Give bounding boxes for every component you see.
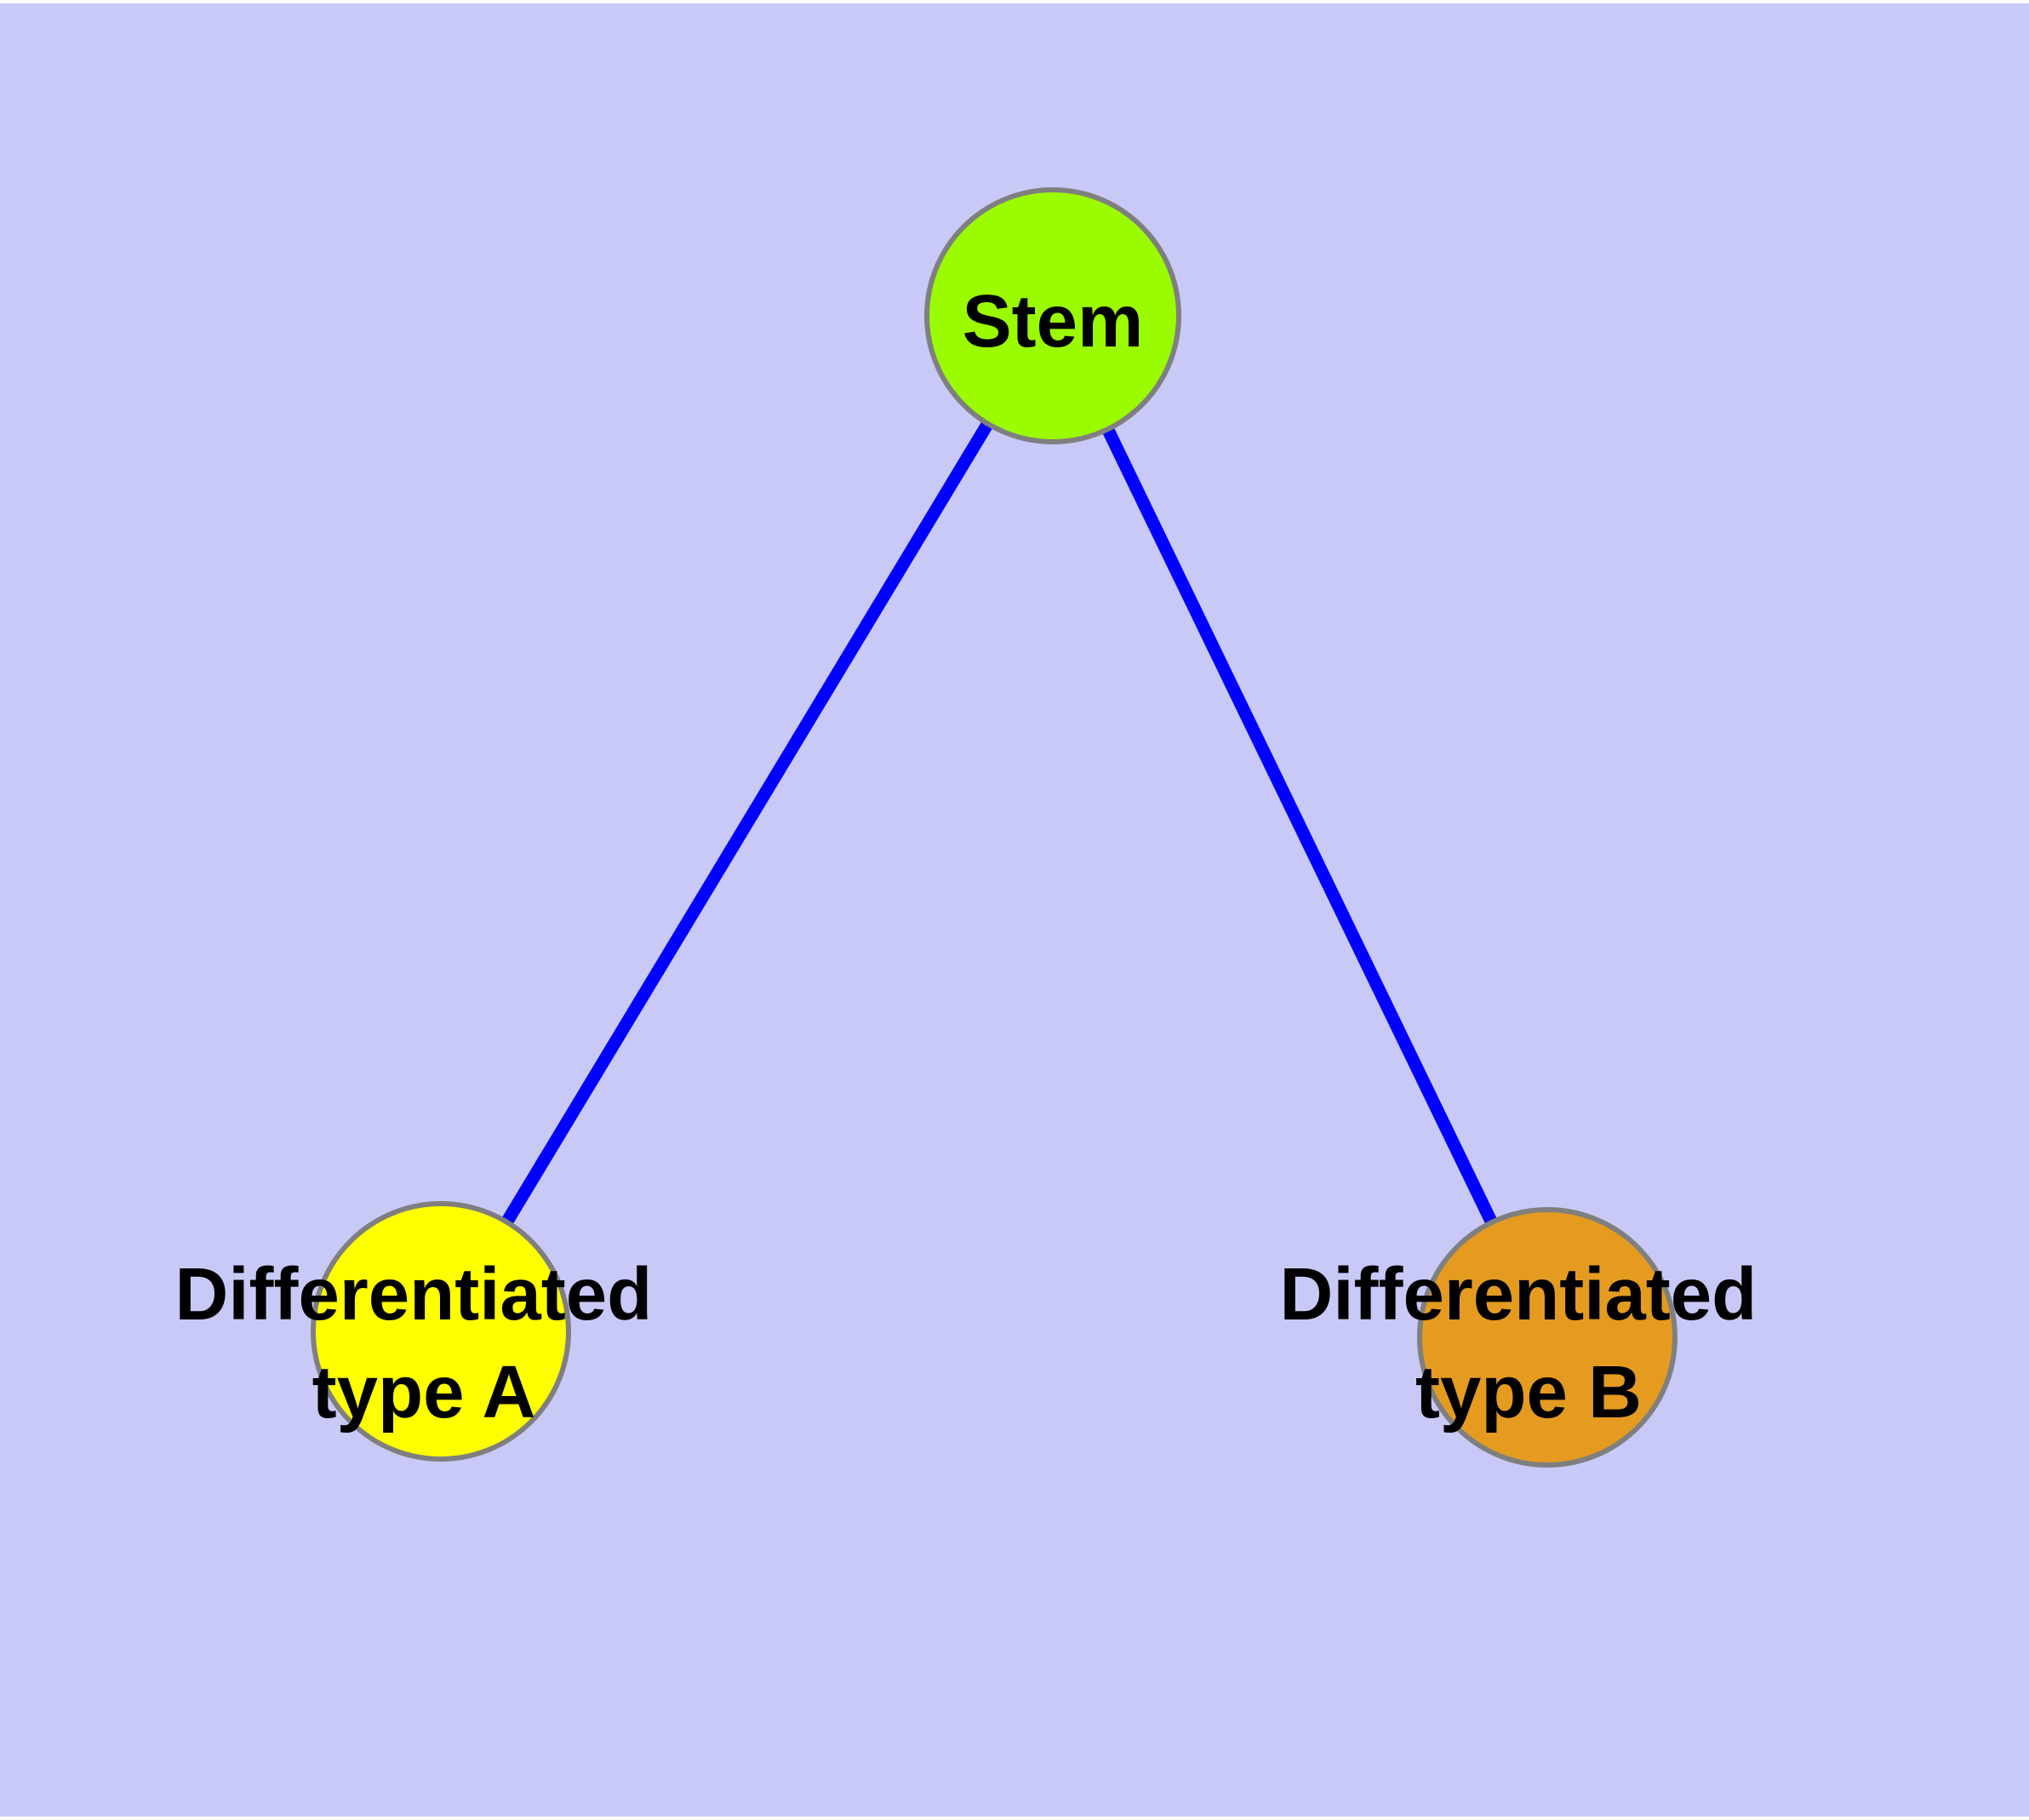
differentiated-type-a-node	[311, 1201, 571, 1462]
stem-node-label: Stem	[963, 280, 1144, 363]
differentiated-type-b-label: Differentiated type B	[1280, 1253, 1778, 1434]
differentiated-type-a-label-line2: type A	[312, 1351, 536, 1434]
differentiated-type-b-label-line2: type B	[1415, 1351, 1642, 1434]
differentiated-type-a-label-line1: Differentiated	[175, 1253, 653, 1336]
differentiated-type-b-node	[1417, 1207, 1677, 1468]
edge-stem-to-type-a	[435, 312, 1059, 1335]
differentiated-type-b-label-line1: Differentiated	[1280, 1253, 1758, 1336]
stem-node	[924, 187, 1181, 444]
differentiated-type-a-label: Differentiated type A	[175, 1253, 673, 1434]
edge-stem-to-type-b	[1047, 312, 1553, 1341]
